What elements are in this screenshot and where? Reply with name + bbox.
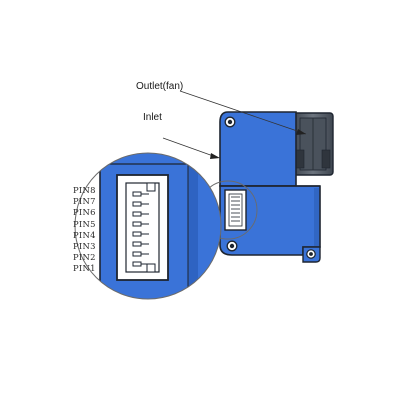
mounting-hole-top-left — [224, 116, 236, 128]
pin-label: PIN1 — [73, 263, 96, 274]
connector-pins — [132, 191, 142, 267]
zoom-view — [75, 153, 221, 299]
outlet-arrowhead — [296, 129, 306, 135]
mounting-hole-bottom-right — [306, 249, 316, 259]
mounting-hole-bottom-left — [226, 240, 238, 252]
pin-label: PIN3 — [73, 240, 96, 251]
inlet-arrowhead — [210, 153, 220, 159]
pin-label: PIN2 — [73, 252, 96, 263]
housing-connector — [224, 189, 247, 231]
zoom-circle-outline — [74, 152, 222, 300]
pin-label: PIN6 — [73, 207, 96, 218]
pin-label-list: PIN8 PIN7 PIN6 PIN5 PIN4 PIN3 PIN2 PIN1 — [73, 185, 96, 275]
outlet-fan-label: Outlet(fan) — [136, 81, 184, 92]
outlet-leader-line — [179, 90, 307, 135]
pin-label: PIN8 — [73, 185, 96, 195]
inlet-label: Inlet — [143, 112, 162, 123]
pin-label: PIN5 — [73, 218, 96, 229]
inlet-leader-line — [162, 137, 217, 158]
sensor-housing — [219, 111, 321, 263]
pin-label: PIN7 — [73, 196, 96, 207]
fan-module — [292, 112, 334, 176]
pin-label: PIN4 — [73, 229, 96, 240]
